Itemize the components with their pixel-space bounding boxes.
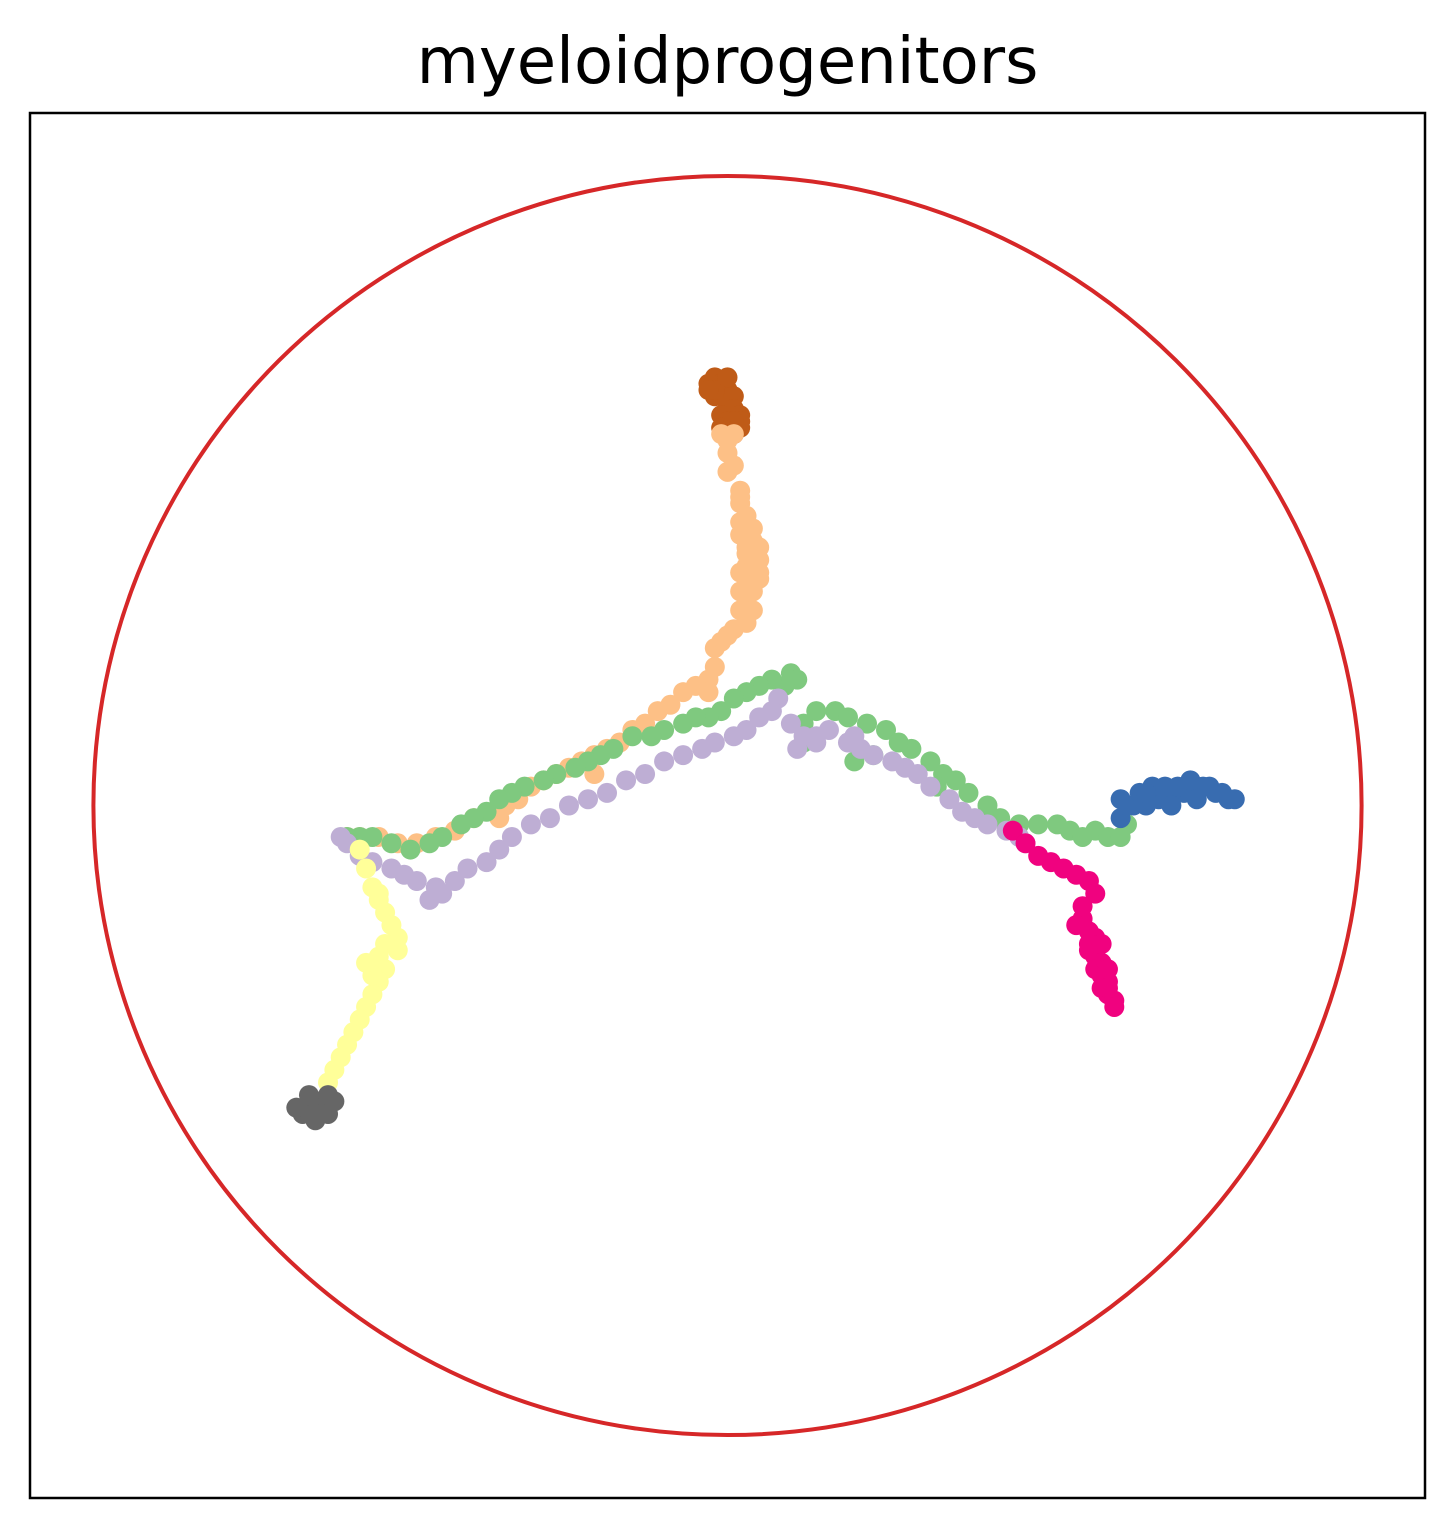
data-point	[723, 424, 744, 445]
data-point	[920, 751, 941, 772]
data-point	[647, 701, 668, 722]
data-point	[723, 688, 744, 709]
data-point	[489, 789, 510, 810]
reference-circle-layer	[91, 173, 1364, 1438]
data-point	[425, 877, 446, 898]
data-point	[749, 707, 770, 728]
data-point	[654, 751, 675, 772]
data-point	[356, 952, 377, 973]
data-point	[539, 808, 560, 829]
data-point	[958, 782, 979, 803]
data-point	[673, 745, 694, 766]
data-point	[673, 682, 694, 703]
data-point	[578, 789, 598, 810]
data-point	[1085, 883, 1106, 904]
data-point	[400, 839, 421, 860]
data-point	[565, 757, 586, 778]
data-point	[1028, 814, 1049, 835]
series-1	[337, 424, 770, 854]
data-point	[863, 745, 884, 766]
reference-circle	[91, 173, 1364, 1438]
data-points-layer	[286, 367, 1245, 1131]
data-point	[1186, 789, 1207, 810]
data-point	[907, 764, 928, 785]
series-6	[318, 839, 408, 1093]
data-point	[806, 732, 827, 753]
plot-frame	[28, 111, 1427, 1500]
data-point	[977, 814, 998, 835]
data-point	[489, 839, 510, 860]
data-point	[520, 814, 541, 835]
data-point	[717, 367, 738, 388]
chart-title: myeloidprogenitors	[416, 25, 1039, 99]
data-point	[381, 858, 402, 879]
data-point	[558, 795, 579, 816]
series-5	[1002, 820, 1125, 1017]
data-point	[1110, 789, 1131, 810]
data-point	[723, 726, 744, 747]
data-point	[457, 858, 478, 879]
data-point	[533, 770, 554, 791]
data-point	[622, 726, 643, 747]
data-point	[356, 858, 377, 879]
data-point	[844, 726, 865, 747]
data-point	[641, 726, 662, 747]
data-point	[451, 814, 472, 835]
data-point	[780, 713, 801, 734]
data-point	[501, 826, 522, 847]
data-point	[1097, 959, 1118, 980]
data-point	[704, 638, 725, 659]
data-point	[381, 833, 402, 854]
data-point	[1224, 789, 1245, 810]
data-point	[1136, 782, 1156, 803]
data-point	[806, 701, 827, 722]
data-point	[818, 719, 839, 740]
data-point	[387, 940, 408, 961]
data-point	[876, 719, 897, 740]
data-point	[1015, 833, 1036, 854]
data-point	[787, 738, 808, 759]
data-point	[1097, 978, 1118, 999]
data-point	[299, 1085, 319, 1106]
data-point	[749, 568, 770, 589]
data-point	[730, 562, 751, 583]
data-point	[698, 380, 719, 400]
data-point	[616, 770, 637, 791]
data-point	[692, 738, 713, 759]
data-point	[857, 713, 877, 734]
data-point	[330, 826, 351, 847]
data-point	[1161, 795, 1182, 816]
data-point	[920, 776, 941, 797]
data-point	[597, 782, 618, 803]
data-point	[837, 707, 858, 728]
data-point	[1002, 820, 1023, 841]
data-point	[349, 839, 370, 860]
data-point	[977, 795, 998, 816]
data-point	[311, 1103, 332, 1124]
series-7	[286, 1085, 345, 1131]
data-point	[717, 461, 738, 482]
data-point	[730, 487, 751, 508]
data-point	[635, 764, 656, 785]
data-point	[698, 682, 719, 703]
data-point	[1091, 934, 1112, 954]
data-point	[324, 1091, 345, 1112]
data-point	[476, 852, 497, 873]
data-point	[419, 833, 440, 854]
data-point	[1104, 996, 1125, 1017]
data-point	[939, 789, 960, 810]
data-point	[444, 871, 465, 892]
data-point	[286, 1097, 307, 1118]
data-point	[673, 713, 694, 734]
data-point	[368, 883, 389, 904]
series-4	[1110, 770, 1245, 829]
data-point	[742, 543, 763, 564]
data-point	[945, 770, 966, 791]
data-point	[901, 738, 922, 759]
series-2	[337, 663, 1137, 860]
